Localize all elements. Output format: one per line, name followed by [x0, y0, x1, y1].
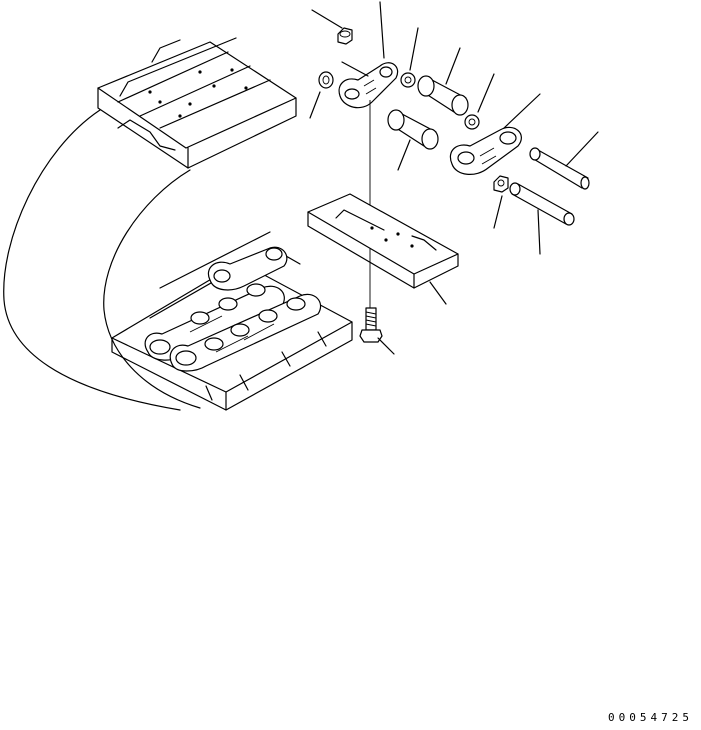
upper-shoes [97, 37, 297, 169]
drawing-number: 00054725 [608, 711, 693, 724]
bushing-upper [417, 47, 469, 116]
shoe-bolt [359, 307, 395, 355]
track-shoe [307, 193, 459, 305]
seal-ring-right [464, 73, 495, 130]
seal-ring-lower [493, 175, 509, 229]
pin [509, 182, 575, 255]
nut [311, 9, 353, 45]
master-pin [529, 131, 599, 190]
master-link-right [449, 93, 541, 175]
lower-links [144, 246, 322, 372]
washer-left [309, 71, 334, 119]
seal-ring-upper [400, 27, 419, 88]
track-chain-loop [3, 37, 353, 411]
bushing-lower [387, 109, 439, 171]
master-link-left [338, 1, 399, 109]
exploded-parts [307, 1, 599, 355]
